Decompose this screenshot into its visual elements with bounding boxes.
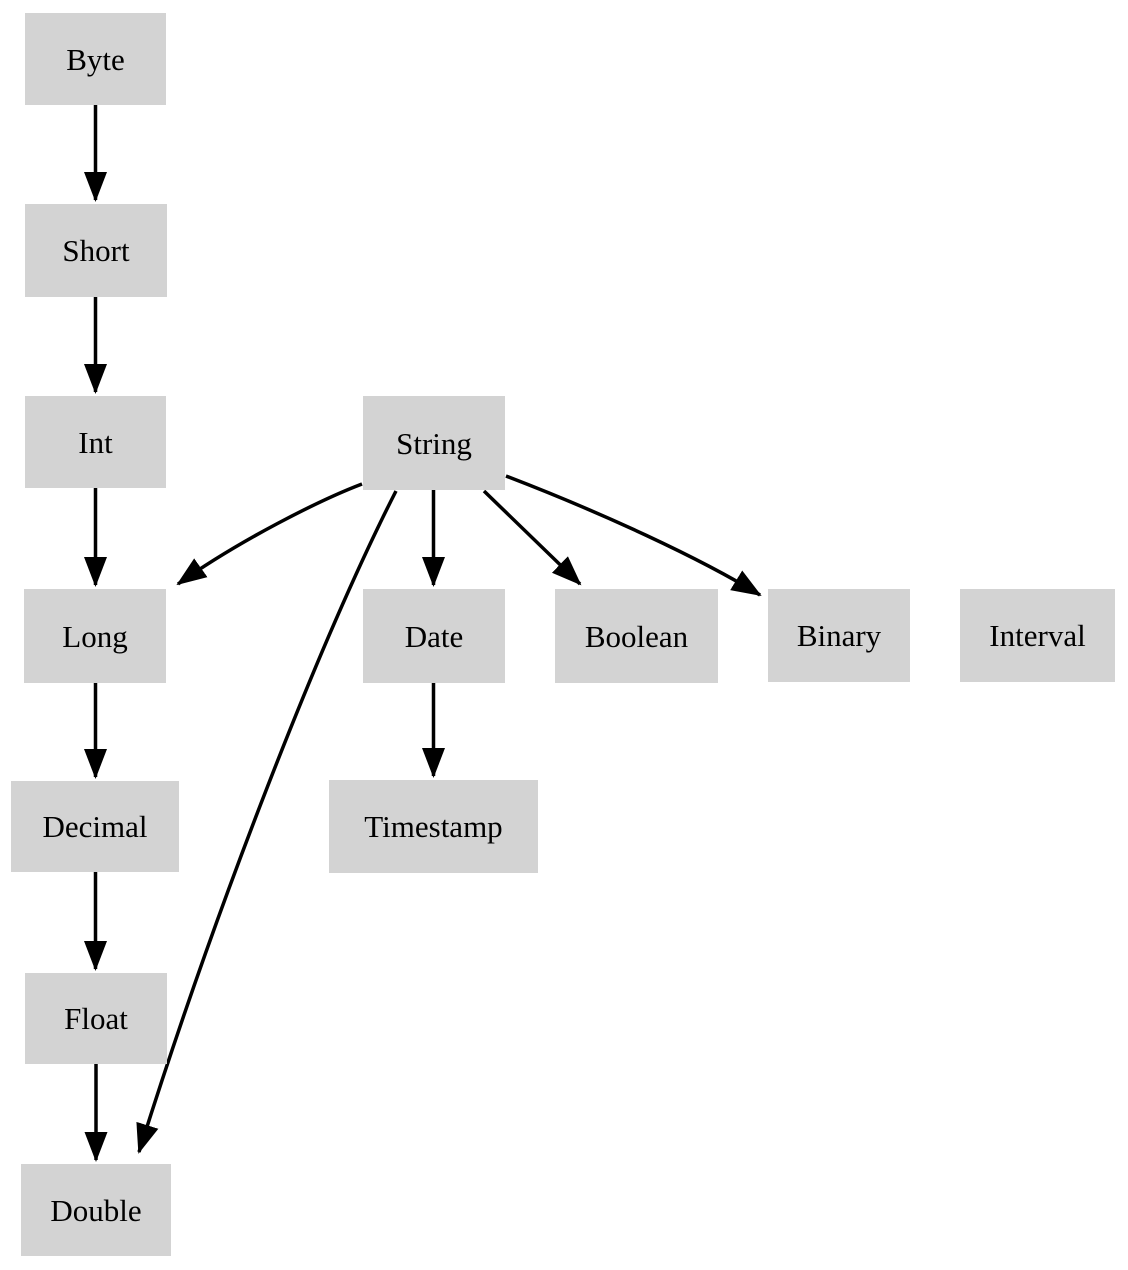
- node-double: Double: [21, 1164, 171, 1256]
- edge-string-boolean: [482, 489, 582, 586]
- edge-string-double: [136, 490, 398, 1154]
- edge-string-binary: [505, 474, 762, 597]
- node-boolean: Boolean: [555, 589, 718, 683]
- node-string: String: [363, 396, 505, 490]
- node-timestamp: Timestamp: [329, 780, 538, 873]
- node-date: Date: [363, 589, 505, 683]
- node-float: Float: [25, 973, 167, 1064]
- node-decimal: Decimal: [11, 781, 179, 872]
- node-binary: Binary: [768, 589, 910, 682]
- node-long: Long: [24, 589, 166, 683]
- node-interval: Interval: [960, 589, 1115, 682]
- edge-string-long: [176, 482, 363, 586]
- node-short: Short: [25, 204, 167, 297]
- node-byte: Byte: [25, 13, 166, 105]
- node-int: Int: [25, 396, 166, 488]
